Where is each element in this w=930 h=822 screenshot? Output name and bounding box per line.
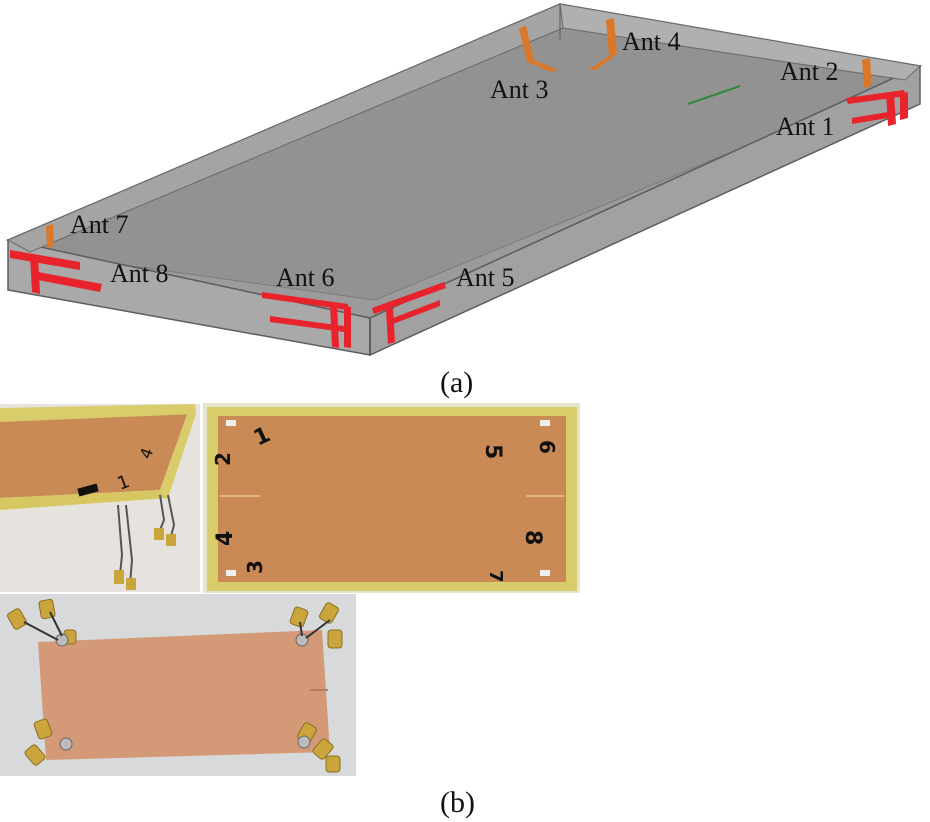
ant-1-label: Ant 1 [776,112,835,141]
ant-8-label: Ant 8 [110,259,169,288]
ant-6-label: Ant 6 [276,263,335,292]
box-left-wall [6,3,564,253]
photo2-mark-8: 8 [520,530,545,545]
ant-7-element [46,224,54,248]
photo2-mark-6: 6 [535,440,559,454]
ant-1-element [846,90,908,126]
ant-7-label: Ant 7 [70,210,129,239]
photo-bottom-view [0,594,356,776]
photo2-mark-3: 3 [243,560,267,574]
ant-3-label: Ant 3 [490,75,549,104]
panel-a-3d-model: Ant 1 Ant 2 Ant 3 Ant 4 Ant 5 Ant 6 Ant … [5,3,923,357]
ant-2-label: Ant 2 [780,57,839,86]
ant-4-element [588,18,617,70]
feed-line [687,85,741,105]
ant-5-element [372,282,446,344]
photo2-mark-2: 2 [211,452,235,466]
photo2-mark-5: 5 [480,444,505,459]
photo-top-view-numbered: 1 2 4 3 5 6 8 7 [203,403,580,593]
ant-3-element [519,26,558,72]
ant-5-label: Ant 5 [456,263,515,292]
ant-8-element [10,250,102,294]
photo2-mark-7: 7 [485,570,506,583]
photo-angled-view: 1 4 [0,404,200,592]
ant-2-element [862,58,872,88]
ant-6-element [262,292,351,348]
photo2-mark-4: 4 [213,531,238,546]
caption-b: (b) [440,786,475,819]
caption-a: (a) [440,366,473,399]
ant-4-label: Ant 4 [622,27,681,56]
